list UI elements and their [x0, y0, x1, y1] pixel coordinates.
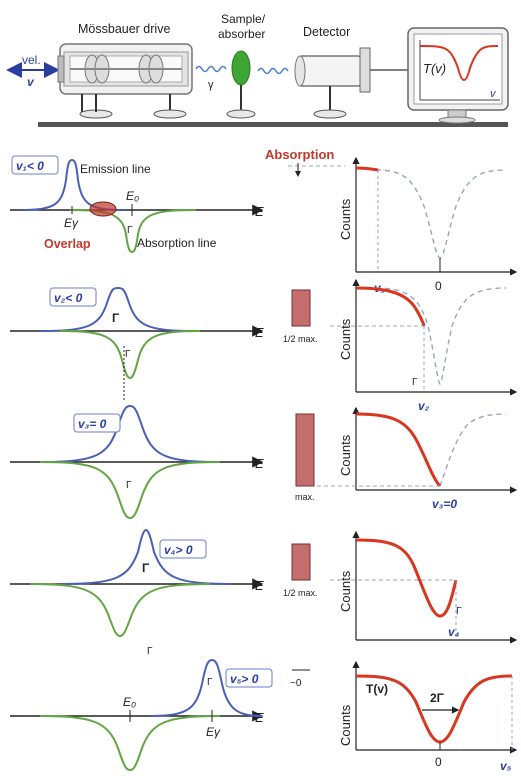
zero-label-1: 0	[435, 279, 442, 293]
sample-label-line2: absorber	[218, 27, 265, 41]
counts-label-4: Counts	[338, 570, 353, 612]
egamma-label-5: Eγ	[206, 725, 221, 739]
panel-2: E v₂< 0 Γ Γ Counts 1/2 max. Γ v₂	[10, 278, 518, 413]
dashed-spectrum-1	[375, 169, 507, 259]
spectrum-2	[355, 286, 426, 327]
velocity-label-3: v₃= 0	[78, 417, 107, 431]
apparatus: vel. v Mössbauer drive γ	[6, 12, 509, 127]
absorption-bar-4	[291, 543, 311, 581]
emission-line-1	[19, 158, 125, 211]
detector	[294, 47, 408, 119]
tv-label-5: T(v)	[366, 682, 388, 696]
monitor-tv-label: T(v)	[423, 61, 446, 76]
emission-label: Emission line	[80, 162, 151, 176]
gamma-wave-1	[195, 65, 227, 73]
counts-label-5: Counts	[338, 704, 353, 746]
dashed-spectrum-2	[375, 287, 507, 385]
spectrum-3	[355, 412, 442, 488]
gamma-spectrum-label-4: Γ	[456, 606, 462, 617]
gamma-width-label-2: Γ	[125, 349, 131, 360]
velocity-box-5	[225, 668, 273, 688]
monitor	[407, 27, 509, 124]
panel-4: E v₄> 0 Γ Γ Counts 1/2 max. Γ v₄	[10, 528, 518, 657]
absorption-line-1	[69, 209, 197, 254]
panel-5: E v₅> 0 Γ E₀ Eγ Counts 2Γ T(v) 0 v₅ ~0	[10, 658, 518, 773]
dashed-spectrum-3	[439, 413, 507, 487]
absorption-line-label: Absorption line	[137, 236, 217, 250]
counts-label-1: Counts	[338, 198, 353, 240]
velocity-label-1: v₁< 0	[16, 159, 44, 173]
bench-line	[38, 122, 508, 127]
energy-axis-label-2: E	[255, 325, 264, 340]
gamma-bold-label-2: Γ	[112, 311, 120, 325]
gamma-bold-label-4: Γ	[142, 561, 150, 575]
half-max-label-4: 1/2 max.	[283, 588, 318, 598]
vel-label: vel.	[22, 53, 41, 67]
two-gamma-label: 2Γ	[430, 691, 445, 705]
emission-line-2	[39, 286, 197, 332]
sample-absorber	[226, 50, 256, 119]
energy-axis-label-5: E	[255, 710, 264, 725]
velocity-box-2	[49, 287, 97, 307]
energy-axis-label-4: E	[255, 578, 264, 593]
monitor-v-label: v	[490, 88, 497, 100]
velocity-label-4: v₄> 0	[164, 543, 193, 557]
e0-label-5: E₀	[123, 695, 136, 709]
absorption-bar-2	[291, 289, 311, 327]
velocity-box-1	[11, 155, 59, 175]
detector-label: Detector	[303, 25, 350, 39]
gamma-label: γ	[208, 79, 214, 91]
absorption-line-3	[39, 461, 221, 520]
gamma-width-label-1: Γ	[127, 225, 133, 236]
overlap-marker	[89, 201, 117, 217]
v-tick-label-3: v₃=0	[432, 497, 457, 511]
overlap-label: Overlap	[44, 237, 91, 251]
max-label-3: max.	[295, 492, 315, 502]
gamma-spectrum-label-2: Γ	[412, 377, 418, 388]
v-label: v	[27, 75, 35, 89]
panel-3: E v₃= 0 Γ Counts max. v₃=0	[10, 404, 518, 520]
zero-bar-label-5: ~0	[290, 678, 302, 689]
v-tick-label-2: v₂	[418, 399, 430, 413]
v-tick-label-5: v₅	[500, 759, 512, 773]
velocity-box-3	[73, 413, 121, 433]
mossbauer-drive	[57, 43, 193, 119]
energy-axis-label-3: E	[255, 456, 264, 471]
panel-1: E v₁< 0 Emission line Absorption line Ov…	[10, 147, 518, 295]
emission-line-4	[59, 528, 233, 585]
velocity-label-5: v₅> 0	[230, 672, 259, 686]
half-max-label-2: 1/2 max.	[283, 334, 318, 344]
velocity-label-2: v₂< 0	[54, 291, 83, 305]
egamma-label-1: Eγ	[64, 216, 79, 230]
counts-label-2: Counts	[338, 318, 353, 360]
v-tick-label-4: v₄	[448, 625, 460, 639]
absorption-line-5	[39, 715, 221, 772]
e0-label-1: E₀	[126, 189, 139, 203]
spectrum-4	[355, 538, 458, 618]
emission-line-3	[39, 404, 221, 463]
gamma-width-label-4: Γ	[147, 646, 153, 657]
spectrum-1	[355, 166, 379, 172]
gamma-wave-2	[257, 67, 289, 75]
velocity-box-4	[159, 539, 207, 559]
counts-label-3: Counts	[338, 434, 353, 476]
energy-axis-label-1: E	[255, 204, 264, 219]
zero-label-5: 0	[435, 755, 442, 769]
drive-label: Mössbauer drive	[78, 22, 170, 36]
absorption-bar-3	[295, 413, 315, 487]
absorption-line-2	[59, 330, 201, 380]
absorption-line-4	[29, 583, 211, 638]
gamma-width-label-3: Γ	[126, 480, 132, 491]
sample-label-line1: Sample/	[221, 12, 266, 26]
gamma-width-label-5: Γ	[207, 677, 213, 688]
emission-line-5	[149, 658, 263, 717]
absorption-title: Absorption	[265, 147, 334, 162]
